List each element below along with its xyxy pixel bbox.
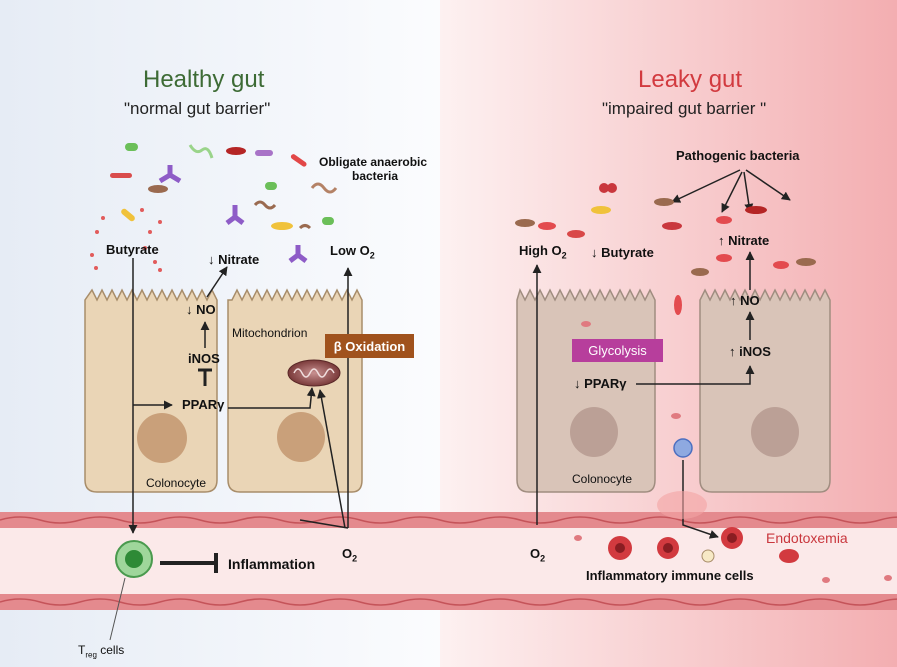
leaky-colonocyte-label: Colonocyte (572, 472, 633, 486)
healthy-colonocyte-label: Colonocyte (146, 476, 207, 490)
barrier-leak (657, 438, 707, 519)
high-o2-label: High O2 (519, 243, 567, 261)
nitrate-up-label: ↑ Nitrate (718, 233, 770, 248)
no-down-label: ↓ NO (186, 302, 216, 317)
butyrate-down-label: ↓ Butyrate (591, 245, 654, 260)
blood-vessel (0, 512, 897, 610)
inos-label: iNOS (188, 351, 220, 366)
treg-cell (109, 540, 153, 641)
inflammation-inhibition (160, 553, 218, 573)
inflammatory-immune-cells-label: Inflammatory immune cells (586, 568, 754, 583)
leaky-o2-label: O2 (530, 546, 546, 564)
endotoxemia-label: Endotoxemia (766, 530, 848, 546)
inos-up-label: ↑ iNOS (729, 344, 771, 359)
mitochondrion-label: Mitochondrion (232, 326, 308, 340)
pathogenic-bacteria-label: Pathogenic bacteria (676, 148, 800, 163)
treg-cells-label: Treg cells (78, 643, 125, 660)
butyrate-label: Butyrate (106, 242, 159, 257)
no-up-label: ↑ NO (730, 293, 760, 308)
bacteria-label: bacteria (352, 169, 399, 183)
leaky-title: Leaky gut (638, 66, 743, 93)
pparg-down-label: ↓ PPARγ (574, 376, 627, 391)
healthy-title: Healthy gut (143, 66, 265, 93)
leaky-subtitle: "impaired gut barrier " (602, 99, 767, 118)
healthy-arrows (128, 258, 353, 534)
inflammatory-cells (574, 527, 892, 583)
pathogenic-bacteria (515, 183, 816, 419)
pparg-label: PPARγ (182, 397, 225, 412)
leaky-colonocyte-right (699, 288, 831, 493)
glycolysis-box: Glycolysis (572, 339, 663, 362)
beta-oxidation-box: β Oxidation (325, 334, 414, 358)
healthy-o2-label: O2 (342, 546, 358, 564)
anaerobic-bacteria (110, 143, 338, 263)
healthy-colonocyte-right (227, 288, 363, 493)
inflammation-label: Inflammation (228, 556, 316, 572)
healthy-subtitle: "normal gut barrier" (124, 99, 271, 118)
leaky-arrows (532, 169, 791, 539)
butyrate-dots (90, 208, 162, 272)
nitrate-down-label: ↓ Nitrate (208, 252, 260, 267)
obligate-anaerobic-label: Obligate anaerobic (319, 155, 428, 169)
inos-inhibition-bar (198, 368, 212, 386)
mitochondrion-organelle (287, 359, 341, 387)
healthy-colonocyte-left (84, 288, 218, 493)
low-o2-label: Low O2 (330, 243, 375, 261)
